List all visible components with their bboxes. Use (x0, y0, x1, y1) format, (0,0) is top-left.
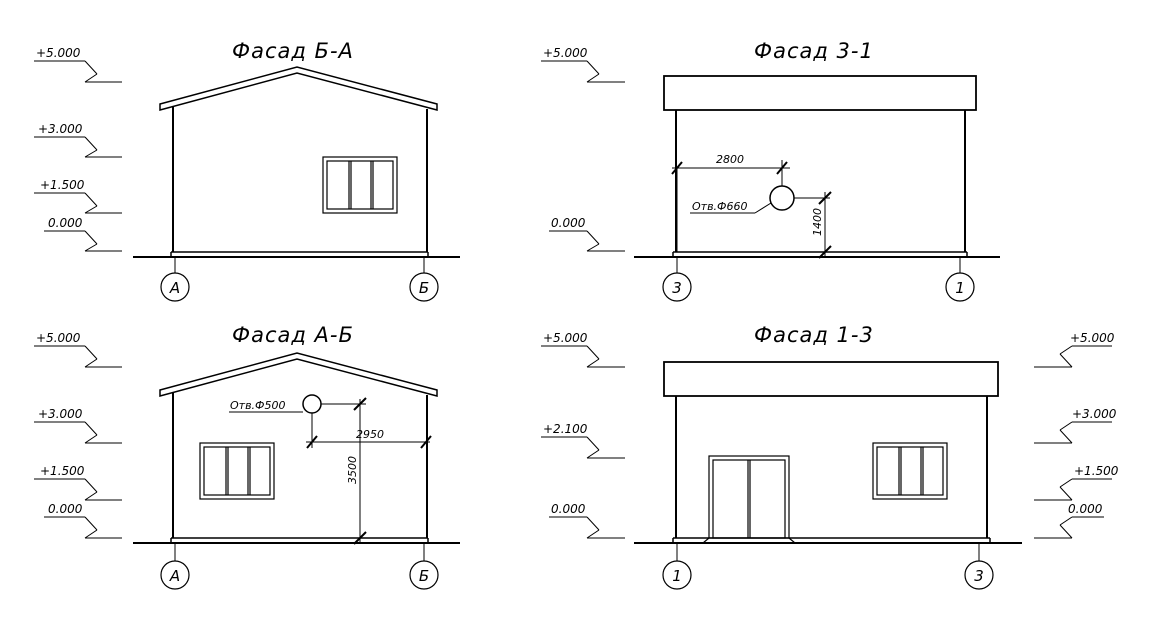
level-mark (1034, 345, 1112, 368)
level-label: 0.000 (1068, 502, 1103, 516)
axis-label: А (169, 567, 180, 585)
opening-label: Отв.Ф500 (230, 399, 286, 412)
level-label: +5.000 (543, 331, 588, 345)
dimension-vertical (794, 191, 832, 259)
facade-ab: Фасад А-Б +5.000 +3.000 +1.500 0.000 (34, 323, 460, 590)
level-label: +1.500 (40, 464, 85, 478)
opening-label: Отв.Ф660 (692, 200, 748, 213)
dimension-vertical (321, 397, 367, 545)
opening-hole: Отв.Ф500 (229, 394, 322, 414)
dimension-label: 1400 (811, 208, 824, 236)
level-label: 0.000 (551, 216, 586, 230)
grid-axis-a: А (160, 257, 190, 302)
level-mark (1034, 421, 1112, 444)
facade-13: Фасад 1-3 +5.000 +2.100 0.000 +5.000 +3.… (541, 323, 1119, 590)
level-label: +1.500 (1074, 464, 1119, 478)
facade-title: Фасад Б-А (232, 39, 354, 63)
axis-label: 1 (955, 279, 965, 297)
facade-title: Фасад 3-1 (754, 39, 874, 63)
axis-label: 3 (672, 279, 682, 297)
level-mark (34, 345, 122, 368)
grid-axis-3: 3 (964, 543, 994, 590)
grid-axis-b: Б (409, 543, 439, 590)
dimension-horizontal (306, 413, 432, 449)
facade-title: Фасад 1-3 (754, 323, 874, 347)
level-label: +1.500 (40, 178, 85, 192)
grid-axis-1: 1 (945, 257, 975, 302)
level-mark (44, 516, 122, 539)
level-label: 0.000 (551, 502, 586, 516)
level-label: +5.000 (1070, 331, 1115, 345)
dimension-label: 2800 (716, 153, 744, 166)
axis-label: Б (419, 279, 429, 297)
grid-axis-3: 3 (662, 257, 692, 302)
level-label: +3.000 (38, 122, 83, 136)
level-mark (44, 230, 122, 252)
window (322, 156, 398, 214)
level-mark (549, 516, 625, 539)
building-outline (133, 66, 460, 258)
level-mark (549, 230, 625, 252)
axis-label: А (169, 279, 180, 297)
level-mark (1034, 516, 1104, 539)
grid-axis-a: А (160, 543, 190, 590)
opening-hole: Отв.Ф660 (690, 185, 795, 214)
facade-title: Фасад А-Б (232, 323, 354, 347)
window (199, 442, 275, 500)
level-label: +3.000 (38, 407, 83, 421)
level-mark (541, 60, 625, 83)
window (872, 442, 948, 500)
grid-axis-b: Б (409, 257, 439, 302)
level-label: +3.000 (1072, 407, 1117, 421)
building-outline (133, 352, 460, 544)
axis-label: 1 (672, 567, 682, 585)
level-label: +5.000 (543, 46, 588, 60)
level-mark (34, 478, 122, 501)
level-mark (541, 436, 625, 459)
level-mark (34, 421, 122, 444)
level-label: +5.000 (36, 46, 81, 60)
facade-ba: Фасад Б-А +5.000 +3.000 +1.500 0.000 (34, 39, 460, 302)
dimension-label: 3500 (346, 456, 359, 484)
dimension-label: 2950 (356, 428, 384, 441)
level-mark (34, 60, 122, 83)
axis-label: 3 (974, 567, 984, 585)
door (702, 455, 796, 544)
level-mark (541, 345, 625, 368)
level-mark (34, 136, 122, 158)
level-label: +5.000 (36, 331, 81, 345)
building-outline (634, 75, 1000, 258)
level-mark (34, 192, 122, 214)
level-label: 0.000 (48, 502, 83, 516)
level-mark (1034, 478, 1112, 501)
facade-z1: Фасад 3-1 +5.000 0.000 Отв.Ф660 (541, 39, 1000, 302)
grid-axis-1: 1 (662, 543, 692, 590)
building-outline (634, 361, 1022, 544)
dimension-horizontal (671, 160, 790, 252)
axis-label: Б (419, 567, 429, 585)
level-label: 0.000 (48, 216, 83, 230)
level-label: +2.100 (543, 422, 588, 436)
